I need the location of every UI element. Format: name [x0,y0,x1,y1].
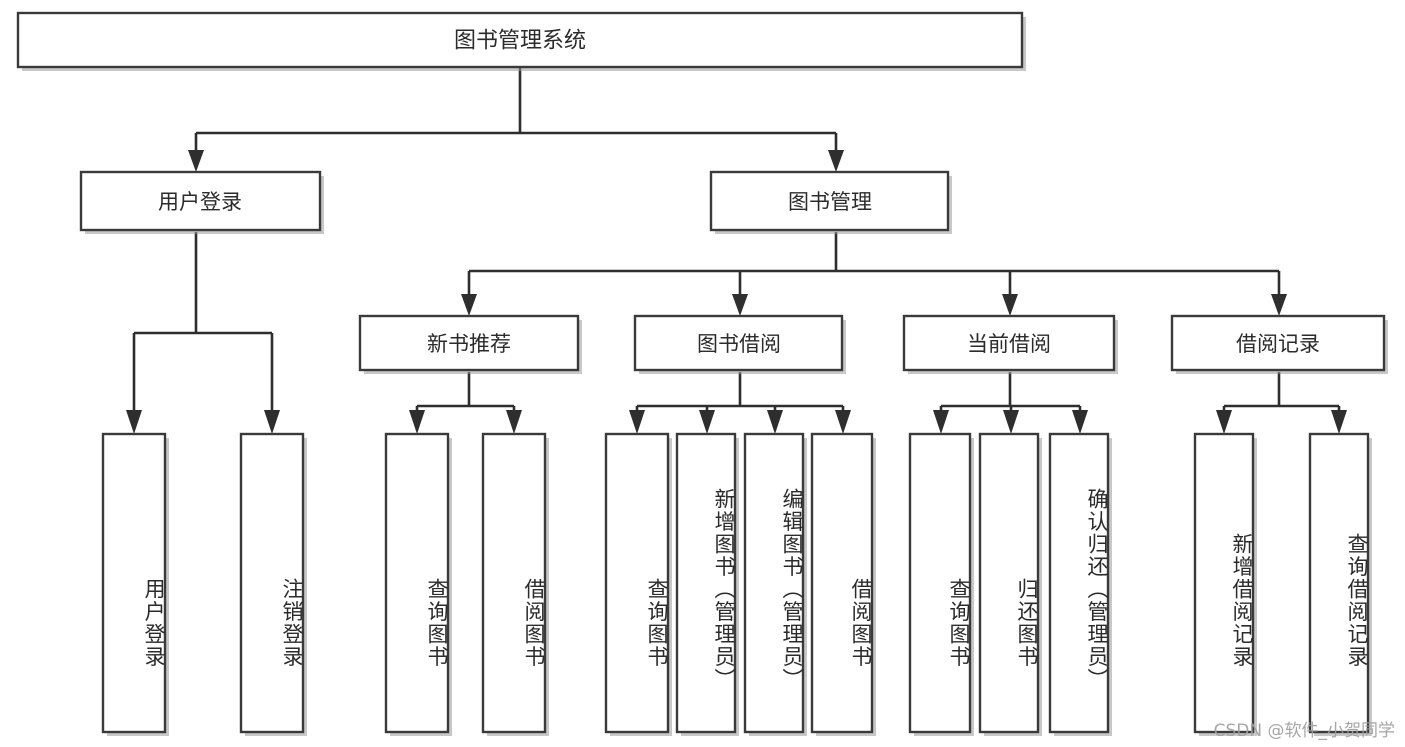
csdn-watermark: CSDN @软件_小贺同学 [1213,721,1395,741]
leaf-query-book-2-box[interactable] [604,432,670,734]
connector-group-book-borrow-children [629,372,851,434]
leaf-borrow-book-2-box[interactable] [810,432,874,734]
node-root-box[interactable] [16,11,1024,69]
arrow-leaf-add-book-icon [699,410,715,434]
leaf-edit-book-box[interactable] [743,432,805,734]
arrow-leaf-confirm-return-icon [1072,410,1088,434]
connector-group-book-manage-children [461,232,1287,316]
arrow-to-current-borrow-icon [1002,294,1018,316]
connector-group-new-book-rec-children [409,372,522,434]
arrow-leaf-query-record-icon [1331,410,1347,434]
node-user-login[interactable]: 用户登录 [79,170,324,234]
node-borrow-record-box[interactable] [1170,314,1386,372]
leaf-borrow-book-1-box[interactable] [481,432,547,734]
node-root[interactable]: 图书管理系统 [16,11,1026,71]
node-book-borrow-label: 图书借阅 [697,332,781,356]
leaf-return-book-box[interactable] [978,432,1040,734]
arrow-leaf-logout-login-icon [264,410,280,434]
leaf-query-book-1-box[interactable] [384,432,450,734]
node-new-book-rec[interactable]: 新书推荐 [358,314,582,374]
arrow-to-book-manage-icon [828,150,844,172]
arrow-leaf-query-book-3-icon [933,410,949,434]
node-borrow-record[interactable]: 借阅记录 [1170,314,1388,374]
node-current-borrow-label: 当前借阅 [967,332,1051,356]
leaf-user-login-box[interactable] [101,432,167,734]
arrow-to-new-book-rec-icon [461,294,477,316]
node-book-borrow[interactable]: 图书借阅 [633,314,846,374]
arrow-leaf-borrow-book-2-icon [835,410,851,434]
arrow-leaf-borrow-book-1-icon [506,410,522,434]
node-new-book-rec-box[interactable] [358,314,580,372]
node-user-login-label: 用户登录 [158,190,242,214]
node-current-borrow[interactable]: 当前借阅 [902,314,1118,374]
arrow-to-borrow-record-icon [1271,294,1287,316]
leaf-query-record-box[interactable] [1308,432,1370,734]
connector-group-current-borrow-children [933,372,1088,434]
node-root-label: 图书管理系统 [454,29,586,54]
leaf-confirm-return-box[interactable] [1048,432,1110,734]
arrow-leaf-add-record-icon [1216,410,1232,434]
node-book-manage[interactable]: 图书管理 [709,170,952,234]
leaf-query-book-3-box[interactable] [908,432,972,734]
node-current-borrow-box[interactable] [902,314,1116,372]
leaf-box-group [101,432,1372,736]
connector-group-root-to-level1 [188,67,844,172]
leaf-logout-login-box[interactable] [239,432,305,734]
leaf-add-book-box[interactable] [675,432,737,734]
arrow-to-user-login-icon [188,150,204,172]
node-borrow-record-label: 借阅记录 [1236,332,1320,356]
arrow-leaf-query-book-1-icon [409,410,425,434]
node-book-manage-box[interactable] [709,170,950,232]
arrow-leaf-user-login-icon [126,410,142,434]
node-new-book-rec-label: 新书推荐 [427,332,511,356]
leaf-add-record-box[interactable] [1193,432,1255,734]
connector-group-user-login-children [126,232,280,434]
arrow-to-book-borrow-icon [732,294,748,316]
node-book-borrow-box[interactable] [633,314,844,372]
arrow-leaf-edit-book-icon [767,410,783,434]
connector-group-borrow-record-children [1216,372,1347,434]
node-book-manage-label: 图书管理 [788,190,872,214]
arrow-leaf-query-book-2-icon [629,410,645,434]
node-user-login-box[interactable] [79,170,322,232]
arrow-leaf-return-book-icon [1003,410,1019,434]
